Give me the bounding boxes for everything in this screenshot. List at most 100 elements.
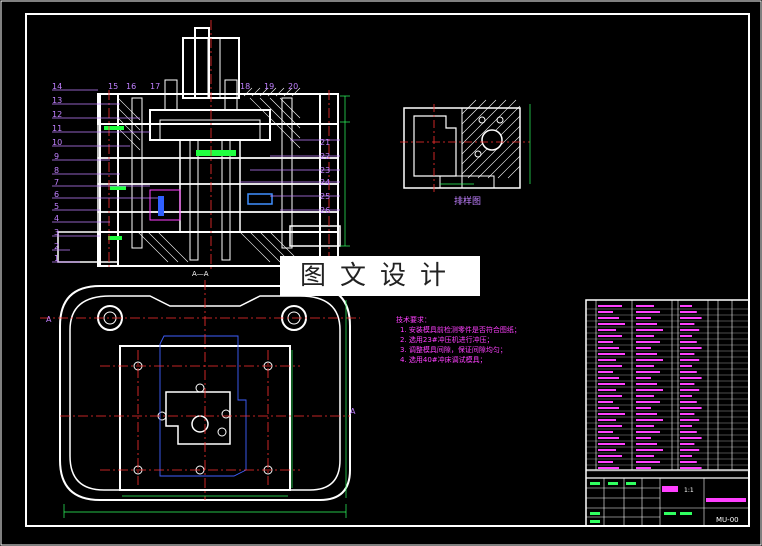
tech-requirement-item: 4. 选用40#冲床调试模具； (400, 355, 487, 364)
part-no: 11 (52, 124, 62, 133)
part-no: 8 (54, 166, 59, 175)
parts-row-cell (636, 443, 657, 445)
part-numbers-top: 15 16 17 18 19 20 (108, 82, 298, 91)
parts-row-cell (598, 431, 613, 433)
parts-row-cell (680, 425, 692, 427)
view-arrow-label: A (350, 407, 356, 416)
parts-row-cell (680, 347, 702, 349)
parts-row-cell (636, 353, 657, 355)
parts-row-cell (680, 365, 692, 367)
parts-row-cell (636, 389, 663, 391)
parts-row-cell (680, 317, 702, 319)
part-no: 3 (54, 228, 59, 237)
parts-row-cell (598, 407, 619, 409)
part-no: 24 (320, 178, 330, 187)
part-no: 26 (320, 206, 330, 215)
parts-row-cell (598, 401, 613, 403)
section-centerlines (108, 20, 330, 270)
parts-row-cell (636, 413, 657, 415)
parts-row-cell (680, 395, 692, 397)
parts-row-cell (680, 371, 697, 373)
part-no: 4 (54, 214, 59, 223)
parts-row-cell (636, 449, 663, 451)
parts-row-cell (636, 365, 654, 367)
part-no: 1 (54, 254, 59, 263)
parts-row-cell (636, 419, 663, 421)
parts-row-cell (680, 311, 697, 313)
plan-centerlines (40, 280, 360, 500)
parts-row-cell (680, 359, 700, 361)
title-block-scale: 1:1 (684, 487, 694, 494)
parts-row-cell (636, 455, 654, 457)
parts-row-cell (598, 449, 616, 451)
part-no: 10 (52, 138, 62, 147)
part-no: 6 (54, 190, 59, 199)
parts-row-cell (680, 383, 695, 385)
parts-row-cell (598, 305, 622, 307)
parts-row-cell (680, 455, 692, 457)
parts-row-cell (598, 389, 616, 391)
title-block (586, 478, 749, 526)
view-arrow-label: A (46, 315, 52, 324)
parts-row-cell (680, 461, 697, 463)
parts-row-cell (636, 461, 660, 463)
part-no: 14 (52, 82, 62, 91)
parts-row-cell (598, 329, 616, 331)
parts-row-cell (680, 389, 700, 391)
part-numbers-right: 21 22 23 24 25 26 (320, 138, 330, 215)
section-dimensions (340, 95, 350, 247)
parts-row-cell (680, 431, 697, 433)
parts-row-cell (680, 377, 702, 379)
parts-row-cell (598, 353, 625, 355)
parts-row-cell (598, 323, 625, 325)
parts-row-cell (598, 467, 619, 469)
parts-row-cell (598, 359, 616, 361)
parts-list-rows (586, 305, 749, 472)
parts-row-cell (680, 443, 695, 445)
part-no: 20 (288, 82, 298, 91)
part-no: 15 (108, 82, 118, 91)
parts-row-cell (636, 305, 654, 307)
plan-dimensions (63, 300, 347, 518)
parts-row-cell (636, 359, 663, 361)
parts-row-cell (598, 377, 619, 379)
tech-requirements-title: 技术要求： (396, 315, 431, 324)
part-no: 5 (54, 202, 59, 211)
tech-requirement-item: 2. 选用23#冲压机进行冲压； (400, 335, 494, 344)
section-label: A—A (192, 270, 209, 278)
plan-hidden-lines (159, 335, 247, 477)
strip-layout-title: 排样图 (454, 195, 481, 207)
parts-row-cell (598, 311, 613, 313)
parts-row-cell (680, 437, 702, 439)
title-block-drawing-no: MU-00 (716, 516, 739, 524)
tech-requirements: 技术要求： 1. 安装模具前检测零件是否符合图纸； 2. 选用23#冲压机进行冲… (396, 315, 521, 364)
parts-row-cell (636, 329, 663, 331)
parts-row-cell (598, 347, 619, 349)
part-numbers-left: 14 13 12 11 10 9 8 7 6 5 4 3 2 1 (52, 82, 62, 263)
parts-row-cell (680, 401, 697, 403)
section-color-details (104, 126, 273, 240)
parts-row-cell (680, 449, 700, 451)
part-no: 12 (52, 110, 62, 119)
part-no: 17 (150, 82, 160, 91)
part-no: 21 (320, 138, 330, 147)
parts-row-cell (680, 353, 695, 355)
parts-row-cell (598, 425, 622, 427)
parts-row-cell (680, 335, 692, 337)
parts-row-cell (598, 461, 613, 463)
parts-row-cell (598, 455, 622, 457)
part-no: 2 (54, 242, 59, 251)
parts-row-cell (636, 371, 660, 373)
parts-row-cell (598, 383, 625, 385)
parts-row-cell (598, 437, 619, 439)
parts-row-cell (680, 341, 697, 343)
strip-centerlines (400, 104, 530, 192)
parts-row-cell (636, 377, 651, 379)
section-hatch (117, 87, 301, 263)
parts-row-cell (680, 305, 692, 307)
parts-row-cell (598, 365, 622, 367)
parts-row-cell (680, 413, 695, 415)
part-no: 19 (264, 82, 274, 91)
